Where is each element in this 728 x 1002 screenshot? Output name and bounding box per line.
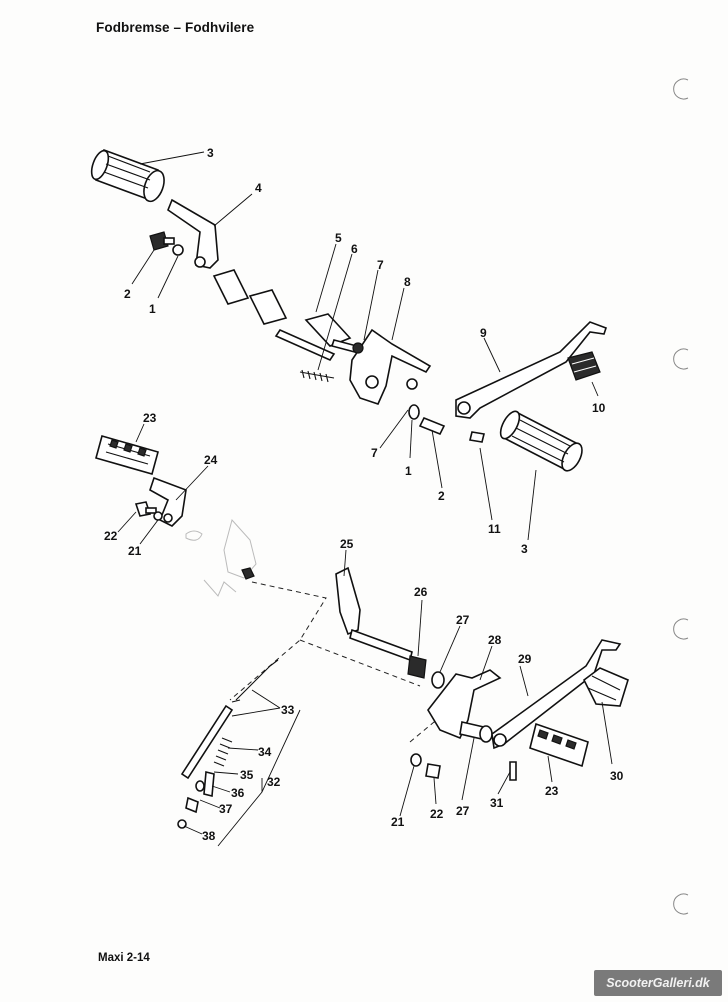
label-34: 34	[258, 745, 272, 759]
label-7b: 7	[371, 446, 378, 460]
part-bolt-22-21	[134, 501, 163, 521]
part-footrest-rubber-23a	[95, 435, 159, 475]
label-4: 4	[255, 181, 262, 195]
page-reference: Maxi 2-14	[98, 952, 150, 964]
part-brake-pedal-29	[491, 639, 622, 750]
label-23: 23	[143, 411, 157, 425]
label-10: 10	[592, 401, 606, 415]
part-bushings-26-27	[407, 655, 445, 689]
part-footrest-bracket-24	[149, 476, 187, 527]
label-6: 6	[351, 242, 358, 256]
label-37: 37	[219, 802, 233, 816]
label-35: 35	[240, 768, 254, 782]
dashed-guide-lines	[229, 581, 477, 743]
part-spring-34	[213, 737, 233, 767]
label-5: 5	[335, 231, 342, 245]
leader-lines	[117, 151, 613, 847]
part-labels: 3 4 2 1 5 6 7 8 9 10 7 1 2 11 3 23 24 22…	[104, 146, 624, 843]
label-11: 11	[488, 522, 501, 536]
part-brake-cable-33	[180, 659, 279, 780]
label-22b: 22	[430, 807, 444, 821]
label-24: 24	[204, 453, 218, 467]
part-footrest-bracket	[167, 198, 219, 269]
part-brake-lever	[349, 328, 432, 405]
label-2: 2	[124, 287, 131, 301]
label-28: 28	[488, 633, 502, 647]
label-29: 29	[518, 652, 532, 666]
label-3: 3	[207, 146, 214, 160]
label-2b: 2	[438, 489, 445, 503]
part-footrest-rubber-left	[90, 148, 165, 203]
label-30: 30	[610, 769, 624, 783]
label-27: 27	[456, 613, 470, 627]
label-23b: 23	[545, 784, 559, 798]
label-1b: 1	[405, 464, 412, 478]
part-bolt-upper-left	[149, 231, 184, 256]
part-footrest-rubber-23b	[529, 722, 589, 768]
page-title: Fodbremse – Fodhvilere	[96, 20, 255, 35]
watermark-logo: ScooterGalleri.dk	[594, 970, 722, 996]
part-spacer-tubes	[212, 269, 288, 325]
part-brake-pedal	[455, 321, 608, 419]
label-22: 22	[104, 529, 118, 543]
label-36: 36	[231, 786, 245, 800]
part-pedal-rubber-30	[582, 667, 629, 707]
label-33: 33	[281, 703, 295, 717]
label-8: 8	[404, 275, 411, 289]
part-bracket-28	[427, 669, 502, 743]
part-small-hardware-upper	[406, 378, 485, 443]
label-7: 7	[377, 258, 384, 272]
label-38: 38	[202, 829, 216, 843]
part-lever-shaft-25	[335, 566, 413, 662]
part-adjuster-35-38	[177, 770, 215, 829]
label-9: 9	[480, 326, 487, 340]
label-31: 31	[490, 796, 504, 810]
part-pedal-rubber	[567, 351, 601, 381]
label-21: 21	[128, 544, 142, 558]
label-26: 26	[414, 585, 428, 599]
part-footrest-rubber-right	[499, 410, 583, 472]
frame-ghost-outline	[185, 518, 257, 597]
label-25: 25	[340, 537, 354, 551]
part-small-hardware-lower	[410, 753, 517, 781]
label-21b: 21	[391, 815, 405, 829]
label-3b: 3	[521, 542, 528, 556]
label-1: 1	[149, 302, 156, 316]
label-32: 32	[267, 775, 281, 789]
label-27b: 27	[456, 804, 470, 818]
binder-holes	[673, 78, 689, 915]
